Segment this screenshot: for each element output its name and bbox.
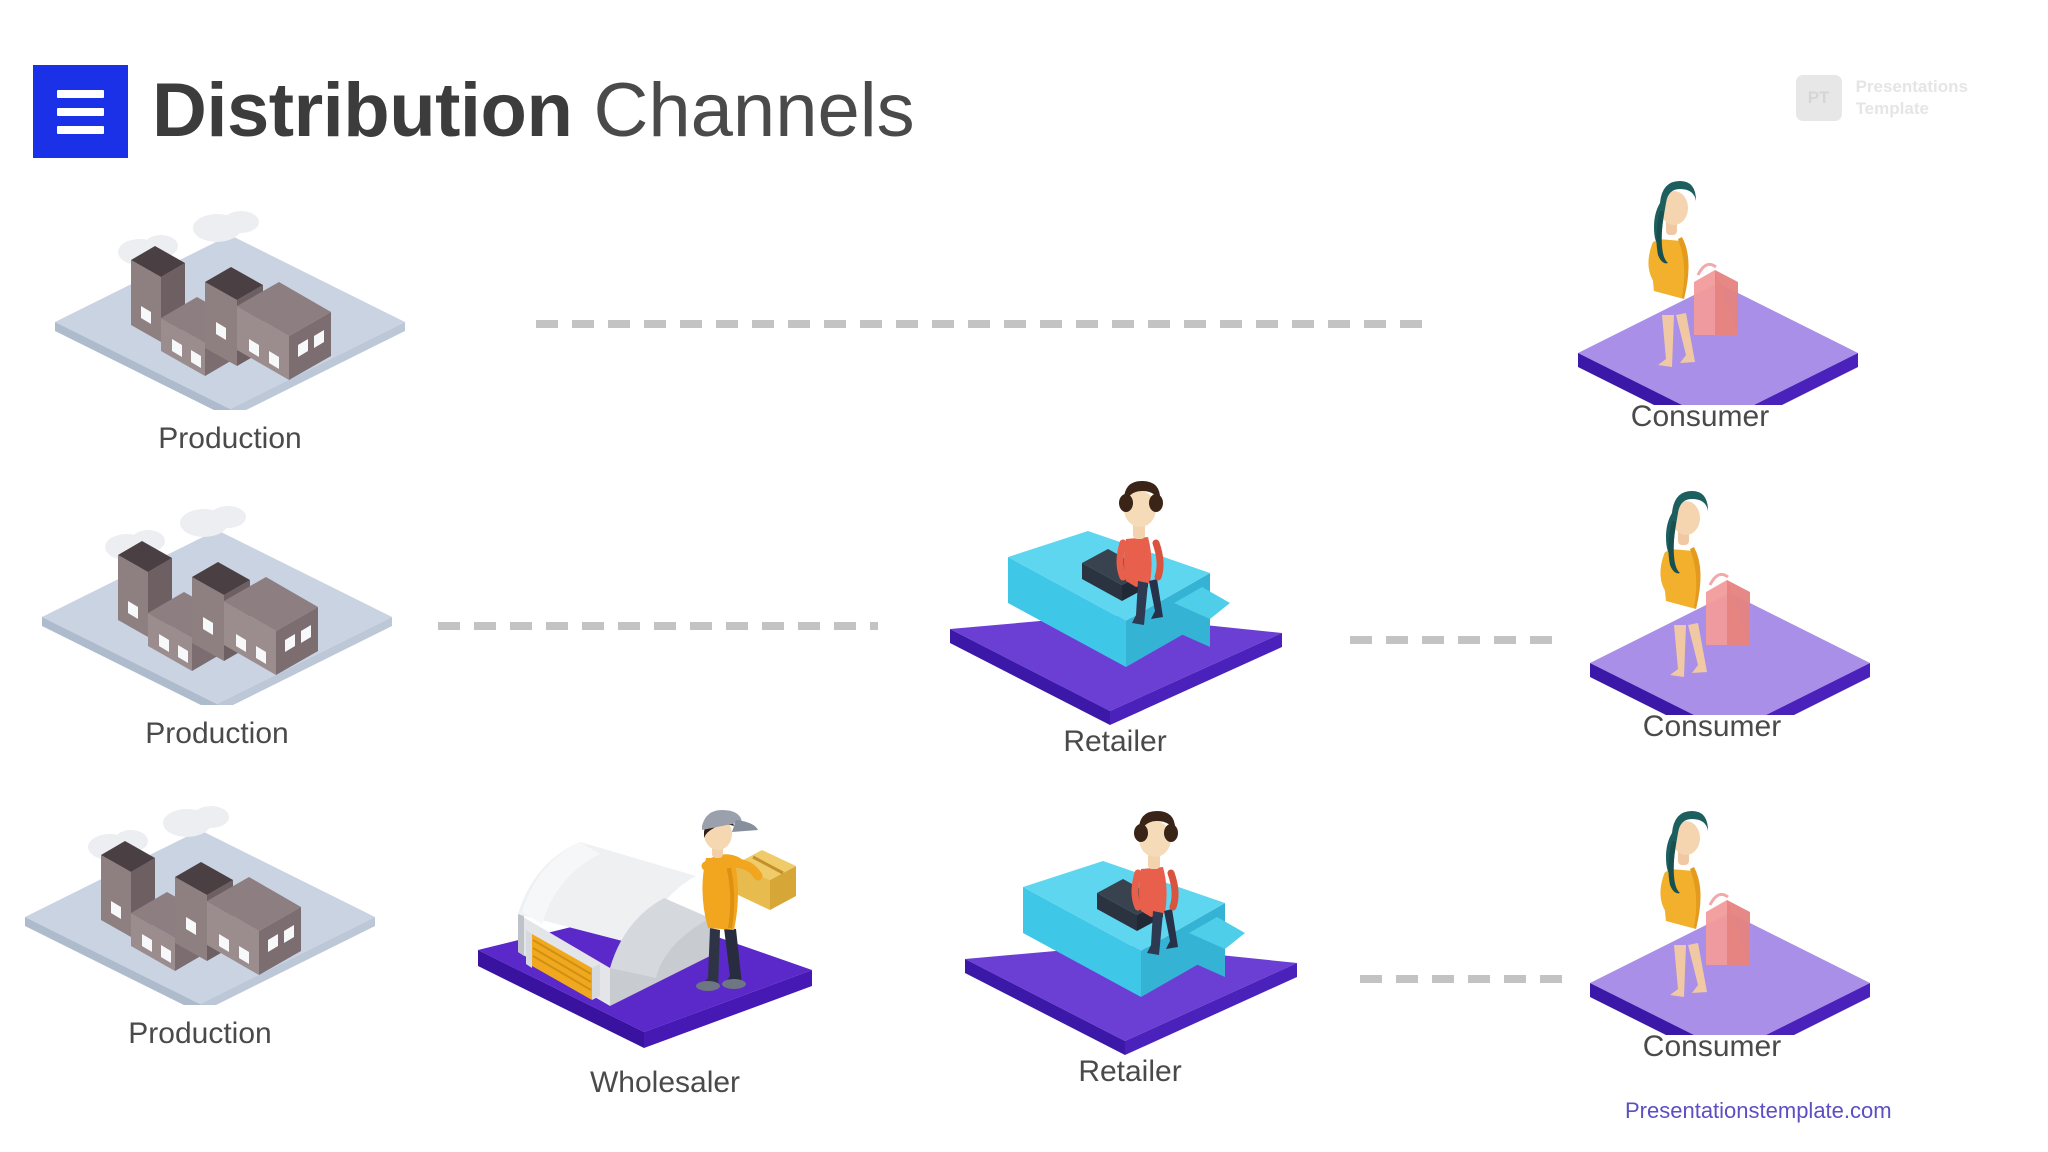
node-row1-consumer[interactable]: Consumer — [1570, 175, 1890, 435]
node-row1-production[interactable]: Production — [45, 210, 415, 455]
warehouse-icon — [478, 810, 812, 1048]
node-row2-retailer[interactable]: Retailer — [930, 475, 1310, 765]
node-label: Consumer — [1630, 400, 1770, 433]
counter-icon — [950, 481, 1282, 725]
connector-row1-production-consumer — [536, 320, 1436, 328]
node-row3-production[interactable]: Production — [15, 805, 385, 1050]
footer-website-link[interactable]: Presentationstemplate.com — [1625, 1098, 1892, 1123]
node-row3-consumer[interactable]: Consumer — [1582, 805, 1902, 1065]
brand-text: Presentations Template — [1856, 76, 1968, 120]
node-row3-retailer[interactable]: Retailer — [945, 805, 1325, 1095]
node-label: Production — [158, 422, 302, 455]
page-title: Distribution Channels — [152, 60, 915, 162]
brand-mark: PT — [1795, 75, 1842, 121]
node-row2-consumer[interactable]: Consumer — [1582, 485, 1902, 745]
brand-line-1: Presentations — [1855, 77, 1968, 96]
counter-icon — [965, 811, 1297, 1055]
node-label: Production — [128, 1017, 272, 1050]
shopper-icon — [1578, 181, 1858, 405]
hamburger-bar — [57, 107, 104, 116]
factory-icon — [55, 211, 405, 410]
brand-line-2: Template — [1855, 99, 1929, 118]
shopper-icon — [1590, 811, 1870, 1035]
hamburger-bar — [57, 125, 104, 134]
node-label: Retailer — [1078, 1055, 1182, 1088]
title-light: Channels — [593, 68, 915, 153]
factory-icon — [25, 806, 375, 1005]
node-label: Wholesaler — [589, 1066, 741, 1099]
shopper-icon — [1590, 491, 1870, 715]
node-label: Production — [145, 717, 289, 750]
node-label: Retailer — [1063, 725, 1167, 758]
hamburger-icon[interactable] — [33, 65, 128, 158]
connector-row2-retailer-consumer — [1350, 636, 1565, 644]
node-label: Consumer — [1642, 710, 1782, 743]
brand-logo: PT Presentations Template — [1795, 75, 1968, 121]
title-bold: Distribution — [152, 68, 573, 153]
node-row2-production[interactable]: Production — [32, 505, 402, 750]
connector-row3-retailer-consumer — [1360, 975, 1575, 983]
factory-icon — [42, 506, 392, 705]
node-label: Consumer — [1642, 1030, 1782, 1063]
hamburger-bar — [57, 89, 104, 98]
connector-row2-production-retailer — [438, 622, 878, 630]
node-row3-wholesaler[interactable]: Wholesaler — [460, 810, 850, 1100]
